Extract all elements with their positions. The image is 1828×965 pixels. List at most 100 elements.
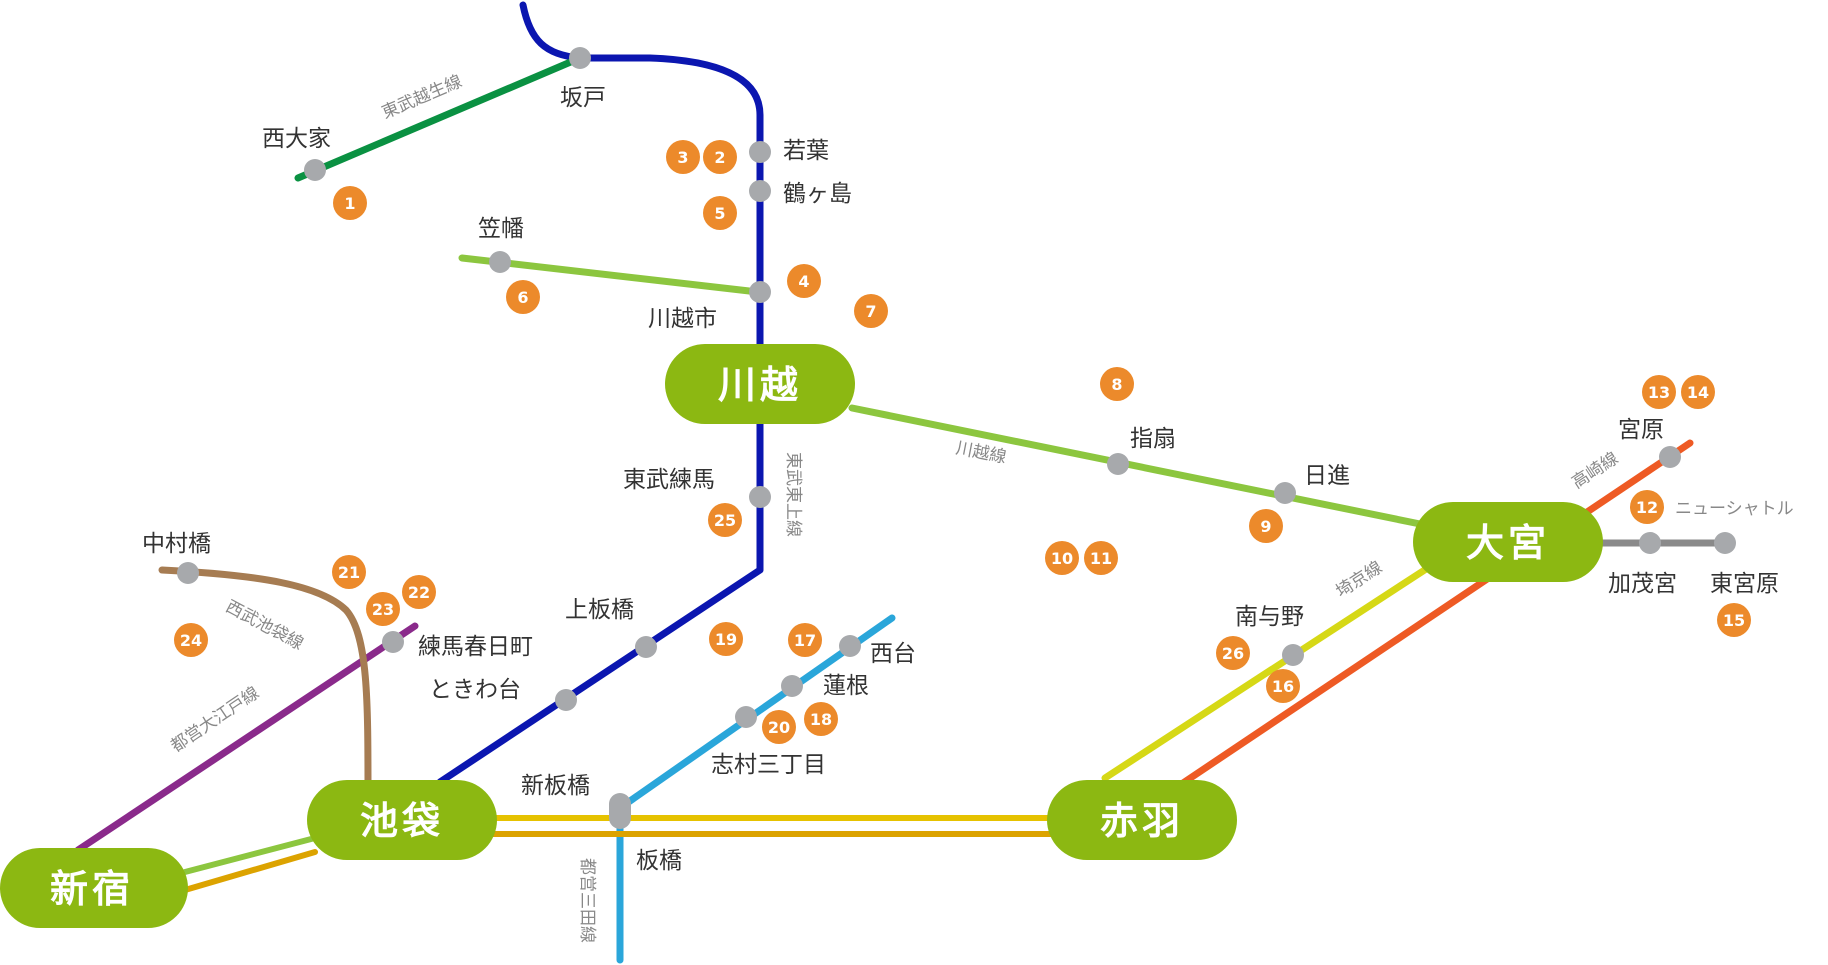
spot-number: 23 [372,600,394,619]
spot-marker-12[interactable]: 12 [1630,490,1664,524]
spot-marker-4[interactable]: 4 [787,264,821,298]
spot-number: 14 [1687,383,1709,402]
station-label-kawagoeshi: 川越市 [648,306,717,332]
line-label-tobu-tojo: 東武東上線 [783,452,803,537]
kawagoe-line-east [848,404,1434,530]
toei-oedo-line [74,622,419,854]
line-label-kawagoe: 川越線 [954,438,1008,467]
spot-number: 10 [1051,549,1073,568]
spot-number: 21 [338,563,360,582]
station-dot-nisshin[interactable] [1274,482,1296,504]
spot-number: 16 [1272,677,1294,696]
line-label-toei-mita: 都営三田線 [577,858,597,943]
station-dot-nerima-kasugacho[interactable] [382,631,404,653]
spot-marker-7[interactable]: 7 [854,294,888,328]
hub-ikebukuro-label: 池袋 [360,799,444,843]
spot-marker-13[interactable]: 13 [1642,375,1676,409]
station-label-nishidai: 西台 [870,641,916,667]
spot-marker-1[interactable]: 1 [333,186,367,220]
spot-marker-19[interactable]: 19 [709,622,743,656]
station-dot-nishidai[interactable] [839,635,861,657]
hub-shinjuku-label: 新宿 [50,867,134,911]
hub-shinjuku[interactable]: 新宿 [0,848,188,928]
spot-number: 4 [798,272,809,291]
station-dot-kawagoeshi[interactable] [749,281,771,303]
toei-mita-line [616,614,896,964]
station-dot-sakado[interactable] [569,47,591,69]
spot-number: 24 [180,631,202,650]
spot-marker-25[interactable]: 25 [708,503,742,537]
spot-marker-5[interactable]: 5 [703,196,737,230]
seibu-ikebukuro-line [158,566,372,799]
spot-marker-26[interactable]: 26 [1216,636,1250,670]
station-dot-tobu-nerima[interactable] [749,486,771,508]
spot-marker-11[interactable]: 11 [1084,541,1118,575]
spot-number: 15 [1723,611,1745,630]
station-dot-hasune[interactable] [781,675,803,697]
station-dot-tsurugashima[interactable] [749,180,771,202]
spot-number: 19 [715,630,737,649]
hub-omiya-label: 大宮 [1466,521,1550,565]
spot-number: 3 [677,148,688,167]
station-dot-sashiogi[interactable] [1107,453,1129,475]
station-dot-kamoya[interactable] [1639,532,1661,554]
station-dot-minami-yono[interactable] [1282,644,1304,666]
kawagoe-line-west [458,254,762,296]
station-label-kamoya: 加茂宮 [1608,571,1677,597]
spot-number: 22 [408,583,430,602]
saikyo-line [1101,556,1444,782]
station-dot-shimura-sanchome[interactable] [735,706,757,728]
line-label-new-shuttle: ニューシャトル [1675,499,1794,519]
spot-number: 25 [714,511,736,530]
hub-omiya[interactable]: 大宮 [1413,502,1603,582]
station-label-kasahata: 笠幡 [478,216,524,242]
station-dot-tokiwadai[interactable] [555,689,577,711]
station-label-sakado: 坂戸 [560,85,606,111]
station-label-nakamurabashi: 中村橋 [142,531,211,557]
station-label-kami-itabashi: 上板橋 [565,597,634,623]
spot-marker-20[interactable]: 20 [762,710,796,744]
station-label-higashi-miyahara: 東宮原 [1710,571,1779,597]
spot-marker-24[interactable]: 24 [174,623,208,657]
spot-number: 7 [865,302,876,321]
station-dot-kami-itabashi[interactable] [635,636,657,658]
spot-number: 6 [517,288,528,307]
spot-marker-15[interactable]: 15 [1717,603,1751,637]
station-label-tobu-nerima: 東武練馬 [623,467,715,493]
spot-marker-21[interactable]: 21 [332,555,366,589]
spot-number: 2 [714,148,725,167]
station-label-nishi-oya: 西大家 [262,126,331,152]
station-dot-wakaba[interactable] [749,141,771,163]
spot-marker-18[interactable]: 18 [804,702,838,736]
station-label-tsurugashima: 鶴ヶ島 [783,181,852,207]
hub-akabane[interactable]: 赤羽 [1047,780,1237,860]
hub-akabane-label: 赤羽 [1100,799,1184,843]
station-dot-higashi-miyahara[interactable] [1714,532,1736,554]
spot-marker-8[interactable]: 8 [1100,367,1134,401]
green-track-shinjuku-ikebukuro [182,835,318,875]
spot-number: 26 [1222,644,1244,663]
spot-marker-23[interactable]: 23 [366,592,400,626]
spot-marker-2[interactable]: 2 [703,140,737,174]
station-dot-miyahara[interactable] [1659,446,1681,468]
hub-ikebukuro[interactable]: 池袋 [307,780,497,860]
station-label-itabashi: 板橋 [636,848,682,874]
hub-kawagoe[interactable]: 川越 [665,344,855,424]
tobu-ogose-line [294,54,584,182]
spot-marker-14[interactable]: 14 [1681,375,1715,409]
station-label-shin-itabashi: 新板橋 [521,773,590,799]
spot-marker-9[interactable]: 9 [1249,509,1283,543]
station-label-miyahara: 宮原 [1618,417,1664,443]
spot-marker-16[interactable]: 16 [1266,669,1300,703]
spot-number: 8 [1111,375,1122,394]
station-dot-kasahata[interactable] [489,251,511,273]
spot-marker-22[interactable]: 22 [402,575,436,609]
spot-marker-6[interactable]: 6 [506,280,540,314]
station-dot-nishi-oya[interactable] [304,159,326,181]
spot-marker-3[interactable]: 3 [666,140,700,174]
spot-number: 18 [810,710,832,729]
spot-marker-17[interactable]: 17 [788,623,822,657]
station-dot-shin-itabashi[interactable] [609,793,631,829]
spot-marker-10[interactable]: 10 [1045,541,1079,575]
station-dot-nakamurabashi[interactable] [177,562,199,584]
